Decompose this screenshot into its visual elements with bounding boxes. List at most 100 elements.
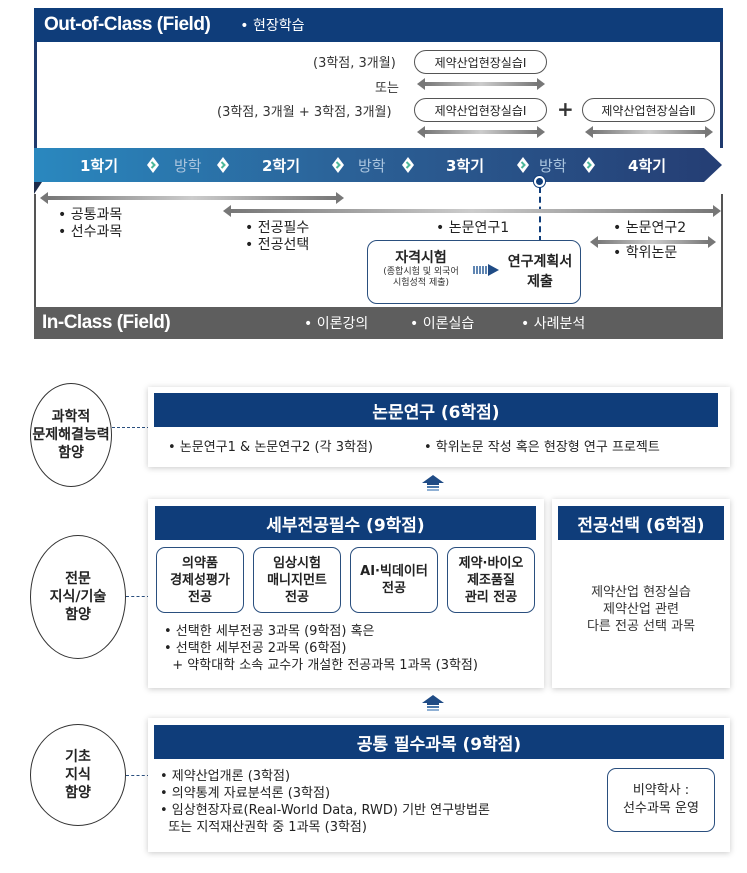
specialty-line: 전공 — [382, 581, 406, 596]
course-thesis-research-2: • 논문연구2 — [613, 220, 687, 236]
circle-line: 지식 — [65, 767, 91, 783]
arrow-right-icon — [473, 264, 499, 276]
course-list-col4-top: • 논문연구2 — [613, 220, 686, 237]
in-class-title: In-Class (Field) — [42, 312, 171, 333]
course-major-required: • 전공필수 — [245, 220, 310, 236]
option1-label: (3학점, 3개월) — [313, 56, 396, 71]
dashed-connector — [112, 427, 150, 428]
specialty-line: 매니지먼트 — [267, 572, 327, 588]
elective-line: 제약산업 현장실습 — [591, 585, 691, 600]
circle-line: 함양 — [65, 785, 91, 801]
circle-line: 문제해결능력 — [32, 427, 110, 443]
course-label: 제약산업현장실습Ⅰ — [434, 103, 527, 118]
competency-circle-basic: 기초 지식 함양 — [30, 724, 126, 826]
in-class-bar: In-Class (Field) • 이론강의 • 이론실습 • 사례분석 — [34, 307, 723, 339]
band-fold — [34, 182, 42, 194]
course-dissertation: • 학위논문 — [613, 245, 678, 261]
specialty-line: 전공 — [285, 589, 309, 605]
plus-icon: + — [557, 97, 574, 121]
or-label: 또는 — [375, 81, 399, 96]
major-bullet-1: • 선택한 세부전공 3과목 (9학점) 혹은 — [164, 624, 375, 639]
course-list-col1: • 공통과목 • 선수과목 — [58, 207, 122, 241]
course-major-elective: • 전공선택 — [245, 237, 310, 253]
specialty-pharmacoeconomics: 의약품 경제성평가 전공 — [156, 547, 244, 613]
course-thesis-research-1: • 논문연구1 — [436, 220, 510, 236]
qualifying-exam-box: 자격시험 (종합시험 및 외국어 시험성적 제출) 연구계획서 제출 — [367, 240, 581, 304]
milestone-dashed-line — [539, 187, 541, 242]
specialty-line: 제약·바이오 — [458, 555, 524, 571]
course-label: 제약산업현장실습Ⅰ — [434, 55, 527, 70]
specialty-line: 임상시험 — [273, 555, 321, 571]
major-required-title: 세부전공필수 (9학점) — [155, 506, 536, 540]
major-required-bullets: • 선택한 세부전공 3과목 (9학점) 혹은 • 선택한 세부전공 2과목 (… — [164, 623, 478, 674]
specialty-line: 의약품 — [182, 555, 218, 571]
semester-4: 4학기 — [628, 156, 667, 175]
specialty-line: 전공 — [188, 589, 212, 605]
course-label: 제약산업현장실습Ⅱ — [601, 103, 696, 118]
semester-timeline-band: 1학기 방학 2학기 방학 3학기 방학 4학기 — [34, 148, 704, 182]
frame-right-line — [720, 42, 723, 148]
note-line: 비약학사 : — [632, 783, 690, 798]
chevron-right-icon — [217, 157, 229, 173]
course-field-practice-1b: 제약산업현장실습Ⅰ — [414, 98, 547, 122]
common-required-card: 공통 필수과목 (9학점) • 제약산업개론 (3학점) • 의약통계 자료분석… — [148, 718, 730, 852]
research-card: 논문연구 (6학점) • 논문연구1 & 논문연구2 (각 3학점) • 학위논… — [148, 387, 730, 467]
research-plan-title: 연구계획서 — [507, 254, 573, 270]
frame-right-line-lower — [721, 194, 723, 307]
research-card-title: 논문연구 (6학점) — [154, 393, 718, 427]
common-bullet-3-cont: 또는 지적재산권학 중 1과목 (3학점) — [160, 820, 367, 835]
course-list-col4-bottom: • 학위논문 — [613, 245, 677, 262]
frame-left-line — [34, 42, 37, 148]
competency-circle-research: 과학적 문제해결능력 함양 — [30, 383, 112, 487]
circle-line: 기초 — [65, 749, 91, 765]
out-of-class-bullet: • 현장학습 — [240, 18, 305, 34]
major-elective-card: 전공선택 (6학점) 제약산업 현장실습 제약산업 관련 다른 전공 선택 과목 — [552, 499, 730, 688]
research-plan-block: 연구계획서 제출 — [502, 251, 578, 291]
up-arrow-icon — [422, 695, 444, 711]
specialty-list: 의약품 경제성평가 전공 임상시험 매니지먼트 전공 AI·빅데이터 전공 제약… — [156, 547, 536, 613]
in-class-lecture: • 이론강의 — [304, 316, 369, 332]
chevron-right-icon — [583, 157, 595, 173]
specialty-line: 관리 전공 — [464, 589, 518, 605]
option2-label: (3학점, 3개월 + 3학점, 3개월) — [217, 105, 392, 120]
major-elective-list: 제약산업 현장실습 제약산업 관련 다른 전공 선택 과목 — [552, 584, 730, 635]
vacation-2: 방학 — [358, 156, 386, 175]
course-list-col2: • 전공필수 • 전공선택 — [245, 220, 309, 254]
common-bullet-3: • 임상현장자료(Real-World Data, RWD) 기반 연구방법론 — [160, 803, 490, 818]
vacation-1: 방학 — [174, 156, 202, 175]
semester-3: 3학기 — [446, 156, 485, 175]
major-bullet-2: • 선택한 세부전공 2과목 (6학점) — [164, 641, 347, 656]
circle-line: 함양 — [65, 607, 91, 623]
specialty-line: 경제성평가 — [170, 572, 230, 588]
dashed-connector — [126, 596, 150, 597]
double-arrow-icon — [223, 205, 721, 217]
non-pharmacy-note: 비약학사 : 선수과목 운영 — [607, 768, 715, 832]
course-field-practice-1: 제약산업현장실습Ⅰ — [414, 50, 547, 74]
circle-line: 과학적 — [51, 409, 91, 425]
vacation-3: 방학 — [539, 156, 567, 175]
elective-line: 제약산업 관련 — [603, 602, 679, 617]
specialty-line: AI·빅데이터 — [360, 564, 428, 579]
research-plan-submit: 제출 — [527, 274, 553, 290]
in-class-practice: • 이론실습 — [410, 316, 475, 332]
chevron-right-icon — [517, 157, 529, 173]
circle-line: 함양 — [58, 445, 84, 461]
milestone-pin-icon — [534, 176, 545, 187]
circle-line: 전문 — [65, 571, 91, 587]
out-of-class-header: Out-of-Class (Field) • 현장학습 — [34, 8, 723, 42]
specialty-manufacturing-quality: 제약·바이오 제조품질 관리 전공 — [447, 547, 535, 613]
band-arrow-tip — [704, 148, 722, 182]
course-list-col3: • 논문연구1 — [436, 220, 509, 237]
chevron-right-icon — [147, 157, 159, 173]
double-arrow-icon — [40, 192, 344, 204]
specialty-ai-bigdata: AI·빅데이터 전공 — [350, 547, 438, 613]
course-common: • 공통과목 — [58, 207, 123, 223]
competency-circle-major: 전문 지식/기술 함양 — [30, 535, 126, 659]
out-of-class-title: Out-of-Class (Field) — [44, 14, 211, 35]
up-arrow-icon — [422, 475, 444, 491]
common-bullet-1: • 제약산업개론 (3학점) — [160, 769, 291, 784]
chevron-right-icon — [402, 157, 414, 173]
double-arrow-icon — [417, 126, 545, 138]
exam-sub-1: (종합시험 및 외국어 — [383, 267, 459, 277]
course-field-practice-2: 제약산업현장실습Ⅱ — [582, 98, 715, 122]
